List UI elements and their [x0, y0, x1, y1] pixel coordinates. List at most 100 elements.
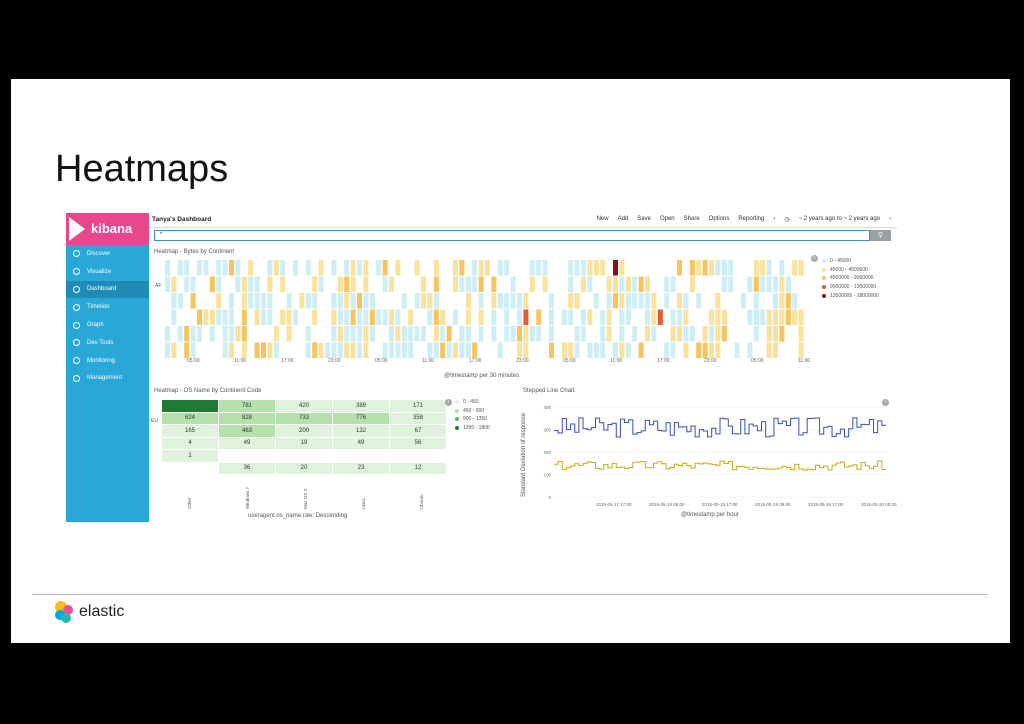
heatmap-cell	[606, 276, 612, 292]
sidebar-item-discover[interactable]: Discover	[66, 245, 149, 263]
heatmap-cell	[536, 326, 542, 342]
legend-item[interactable]: 4500000 - 9000000	[822, 274, 879, 283]
legend-item[interactable]: 9000000 - 13500000	[822, 283, 879, 292]
legend-item[interactable]: 1350 - 1800	[455, 424, 490, 433]
heatmap-cell	[670, 326, 676, 342]
heatmap-cell	[414, 293, 420, 309]
time-range[interactable]: ~ 2 years ago to ~ 2 years ago	[798, 216, 880, 222]
legend-label: 0 - 450	[463, 399, 479, 406]
dashboard-main: Tanya's Dashboard New Add Save Open Shar…	[149, 213, 897, 522]
x-tick-label: 2015-05-19 17:00	[808, 502, 844, 507]
heatmap-cell: 56	[389, 436, 447, 450]
kibana-screenshot: kibana Discover Visualize Dashboard Time…	[66, 213, 897, 522]
heatmap-cell	[549, 342, 554, 358]
y-tick-label: 200	[543, 450, 551, 455]
legend-item[interactable]: 0 - 450	[455, 398, 490, 407]
heatmap-cell	[453, 260, 458, 276]
heatmap-cell	[305, 293, 311, 309]
time-prev-icon[interactable]: ‹	[773, 216, 776, 222]
heatmap-cell	[312, 276, 318, 292]
heatmap-cell	[190, 342, 196, 358]
heatmap-cell	[625, 293, 631, 309]
heatmap-cell	[478, 276, 484, 292]
heatmap-cell	[798, 309, 804, 325]
heatmap-cell	[350, 293, 356, 309]
sidebar-item-timelion[interactable]: Timelion	[66, 298, 149, 316]
heatmap-cell	[613, 293, 618, 309]
sidebar-item-monitoring[interactable]: Monitoring	[66, 352, 149, 370]
search-value: *	[160, 232, 163, 238]
menu-new[interactable]: New	[596, 216, 609, 222]
legend-toggle-icon[interactable]: ‹	[882, 399, 889, 406]
heatmap-cell	[241, 309, 247, 325]
heatmap-cell	[542, 260, 548, 276]
sidebar-item-dashboard[interactable]: Dashboard	[66, 280, 149, 299]
sidebar-item-visualize[interactable]: Visualize	[66, 263, 149, 281]
heatmap-cell	[587, 276, 593, 292]
search-input[interactable]: *	[154, 230, 870, 241]
menu-options[interactable]: Options	[708, 216, 730, 222]
heatmap-cell	[331, 342, 337, 358]
menu-open[interactable]: Open	[659, 216, 675, 222]
sidebar-item-label: Discover	[87, 250, 111, 257]
x-tick-label: 05:00	[563, 358, 576, 364]
slide-title: Heatmaps	[55, 148, 229, 190]
heatmap-cell	[312, 293, 318, 309]
heatmap-cell	[344, 260, 350, 276]
sidebar-item-label: Graph	[87, 322, 104, 329]
heatmap-cell	[190, 293, 196, 309]
time-next-icon[interactable]: ›	[889, 216, 891, 222]
legend-item[interactable]: 0 - 45000	[822, 257, 879, 266]
heatmap-cell	[389, 276, 394, 292]
heatmap-cell	[363, 309, 369, 325]
heatmap-cell	[171, 309, 177, 325]
legend-item[interactable]: 450 - 900	[455, 407, 490, 416]
logo-text: kibana	[91, 221, 133, 236]
heatmap-cell	[222, 342, 228, 358]
heatmap-cell	[529, 276, 535, 292]
heatmap-cell	[337, 276, 343, 292]
heatmap-cell: 828	[218, 411, 276, 425]
legend-toggle-icon[interactable]: ‹	[811, 255, 818, 262]
heatmap-cell	[414, 260, 420, 276]
heatmap-cell	[209, 309, 215, 325]
heatmap-cell	[344, 342, 350, 358]
x-tick-label: 17:00	[657, 358, 670, 364]
bytes-row-label: AF	[155, 283, 162, 289]
heatmap-cell	[753, 260, 759, 276]
heatmap-cell	[280, 260, 286, 276]
heatmap-cell	[248, 276, 254, 292]
legend-toggle-icon[interactable]: ‹	[445, 399, 452, 406]
sidebar-item-graph[interactable]: Graph	[66, 316, 149, 334]
heatmap-cell	[273, 326, 279, 342]
legend-item[interactable]: 900 - 1350	[455, 415, 490, 424]
search-button[interactable]: ⚲	[870, 230, 891, 241]
heatmap-cell	[273, 342, 279, 358]
menu-save[interactable]: Save	[637, 216, 651, 222]
heatmap-cell	[485, 260, 490, 276]
heatmap-cell: 200	[275, 424, 333, 438]
menu-add[interactable]: Add	[617, 216, 629, 222]
kibana-logo[interactable]: kibana	[66, 213, 149, 245]
heatmap-cell	[715, 342, 721, 358]
heatmap-cell	[760, 260, 766, 276]
heatmap-cell	[766, 260, 772, 276]
dashboard-icon	[73, 285, 80, 293]
heatmap-cell	[696, 342, 702, 358]
menu-share[interactable]: Share	[683, 216, 700, 222]
heatmap-cell	[491, 293, 497, 309]
menu-reporting[interactable]: Reporting	[738, 216, 765, 222]
sidebar-item-management[interactable]: Management	[66, 370, 149, 388]
heatmap-cell	[376, 260, 382, 276]
heatmap-cell	[453, 309, 458, 325]
sidebar-item-dev-tools[interactable]: Dev Tools	[66, 334, 149, 352]
heatmap-cell	[683, 342, 689, 358]
heatmap-cell: 19	[275, 436, 333, 450]
legend-item[interactable]: 13500000 - 18000000	[822, 291, 879, 300]
sidebar-item-label: Monitoring	[87, 357, 116, 364]
heatmap-cell	[613, 276, 618, 292]
legend-item[interactable]: 45000 - 4500000	[822, 266, 879, 275]
heatmap-cell	[331, 260, 337, 276]
